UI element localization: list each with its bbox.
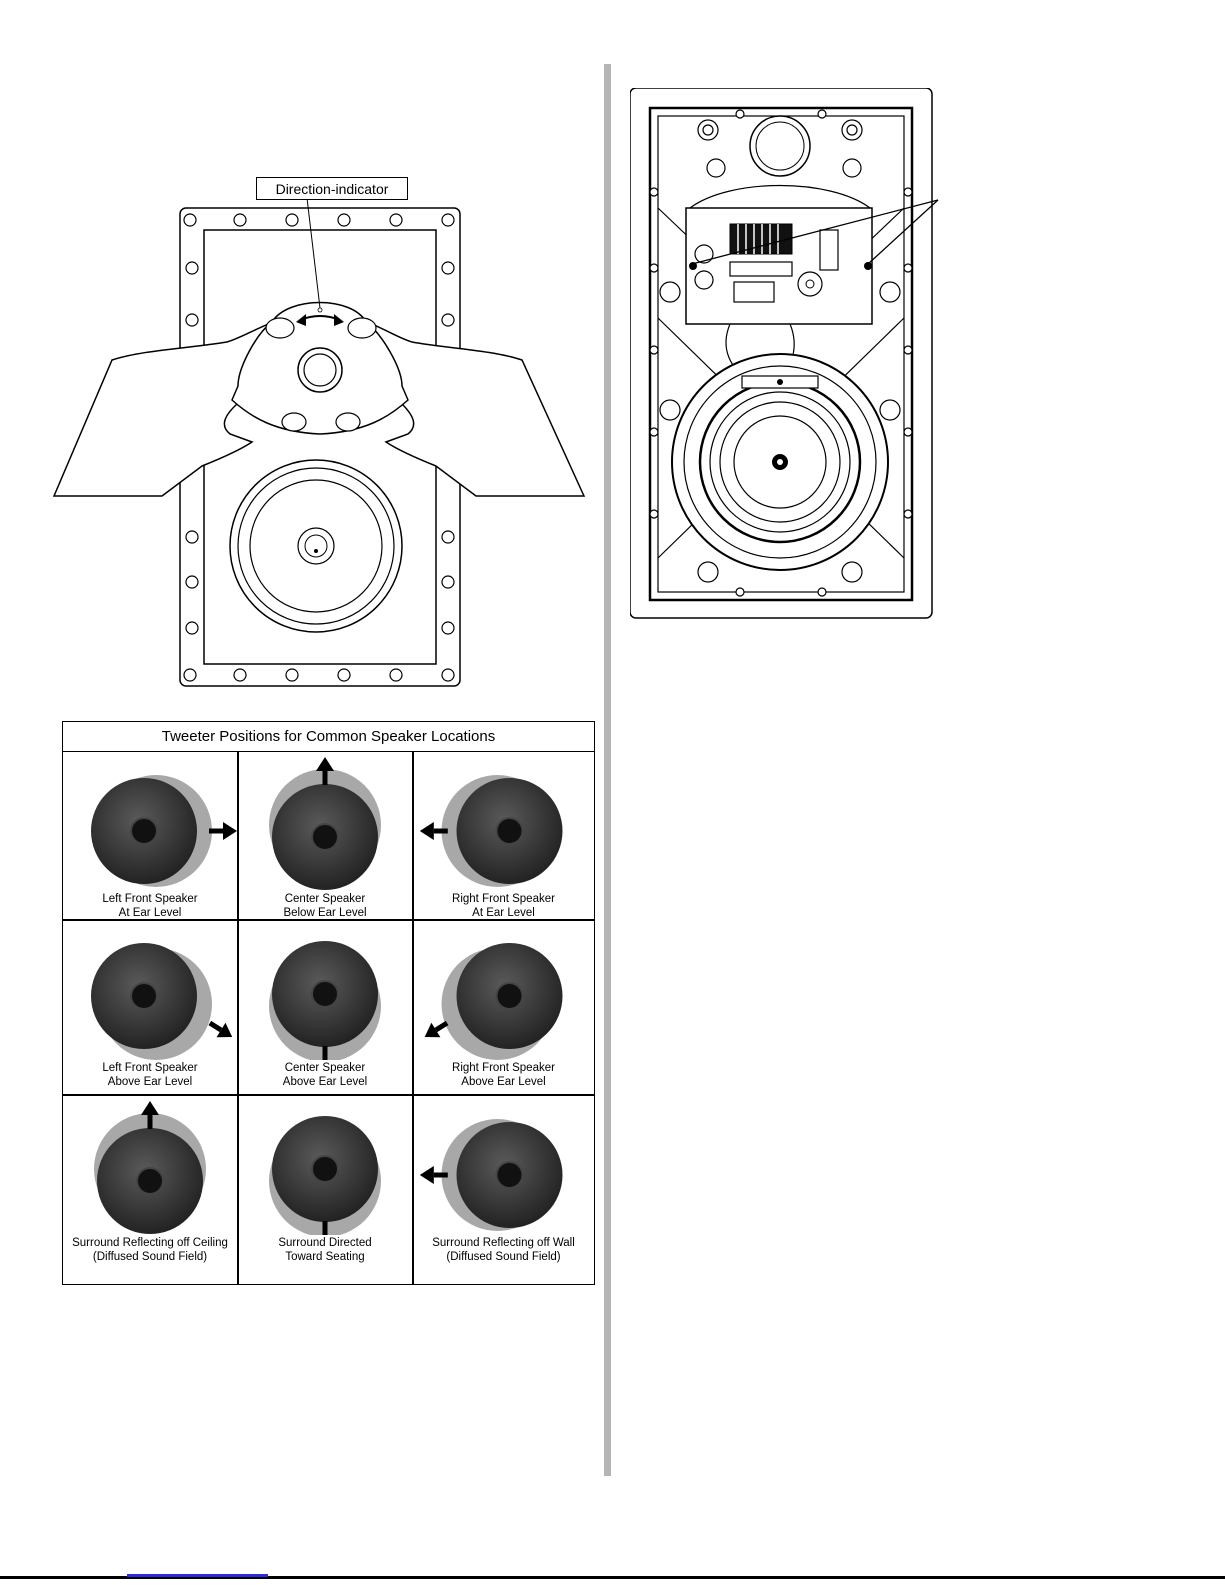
position-caption-line1: Surround Directed	[278, 1237, 372, 1249]
position-caption-line2: Toward Seating	[285, 1251, 365, 1263]
position-caption-line1: Right Front Speaker	[452, 893, 555, 905]
position-caption-line1: Center Speaker	[284, 1062, 366, 1074]
table-divider	[63, 1094, 594, 1096]
position-caption-line2: Above Ear Level	[282, 1076, 368, 1088]
position-caption-line2: At Ear Level	[472, 907, 535, 919]
tweeter-center	[311, 1155, 339, 1183]
tweeter-position-graphic	[269, 757, 381, 890]
tweeter-center	[311, 823, 339, 851]
table-divider	[412, 751, 414, 1285]
tweeter-position-graphic	[91, 775, 237, 887]
speaker-rear-view-diagram	[630, 88, 939, 619]
table-title: Tweeter Positions for Common Speaker Loc…	[63, 722, 594, 752]
tweeter-position-cell: Right Front Speaker At Ear Level	[413, 751, 594, 919]
tweeter-position-cell: Left Front Speaker At Ear Level	[63, 751, 237, 919]
tweeter-position-cell: Surround Reflecting off Ceiling (Diffused…	[63, 1095, 237, 1263]
down-arrow-icon	[322, 1046, 328, 1060]
position-caption-line1: Right Front Speaker	[452, 1062, 555, 1074]
tweeter-center	[130, 817, 158, 845]
up-arrow-icon	[316, 757, 334, 785]
direction-indicator-label: Direction-indicator	[256, 177, 408, 200]
position-caption-line2: (Diffused Sound Field)	[446, 1251, 561, 1263]
left-arrow-icon	[419, 1166, 448, 1184]
position-caption-line1: Surround Reflecting off Wall	[432, 1237, 575, 1249]
tweeter-position-graphic	[91, 943, 233, 1060]
tweeter-center	[495, 817, 524, 845]
position-caption-line2: Below Ear Level	[283, 907, 367, 919]
column-divider	[604, 64, 611, 1476]
tweeter-center	[495, 982, 524, 1010]
table-divider	[63, 919, 594, 921]
footer-link-underline[interactable]	[127, 1574, 268, 1577]
position-caption-line1: Surround Reflecting off Ceiling	[72, 1237, 228, 1249]
position-caption-line1: Left Front Speaker	[102, 1062, 198, 1074]
tweeter-positions-table: Tweeter Positions for Common Speaker Loc…	[62, 721, 595, 1285]
down-arrow-icon	[322, 1221, 328, 1235]
left-arrow-icon	[419, 822, 448, 840]
tweeter-position-graphic	[419, 1119, 563, 1231]
tweeter-adjust-illustration	[52, 197, 586, 687]
down-left-arrow-icon	[424, 1020, 449, 1038]
position-caption-line2: (Diffused Sound Field)	[92, 1251, 208, 1263]
up-arrow-icon	[141, 1101, 159, 1129]
tweeter-position-graphic	[419, 775, 563, 887]
tweeter-position-cell: Surround Reflecting off Wall (Diffused So…	[413, 1095, 594, 1263]
tweeter-position-graphic	[424, 943, 563, 1060]
tweeter-center	[130, 982, 158, 1010]
position-caption-line1: Left Front Speaker	[102, 893, 198, 905]
position-caption-line2: At Ear Level	[118, 907, 182, 919]
down-right-arrow-icon	[208, 1020, 233, 1038]
tweeter-center	[495, 1161, 524, 1189]
table-divider	[237, 751, 239, 1285]
tweeter-position-graphic	[94, 1101, 206, 1234]
tweeter-center	[136, 1167, 164, 1195]
footer-rule	[0, 1576, 1225, 1579]
position-caption-line2: Above Ear Level	[107, 1076, 193, 1088]
tweeter-position-graphic	[269, 1116, 381, 1235]
right-arrow-icon	[209, 822, 237, 840]
position-caption-line2: Above Ear Level	[461, 1076, 546, 1088]
tweeter-position-graphic	[269, 941, 381, 1060]
position-caption-line1: Center Speaker	[284, 893, 366, 905]
tweeter-center	[311, 980, 339, 1008]
